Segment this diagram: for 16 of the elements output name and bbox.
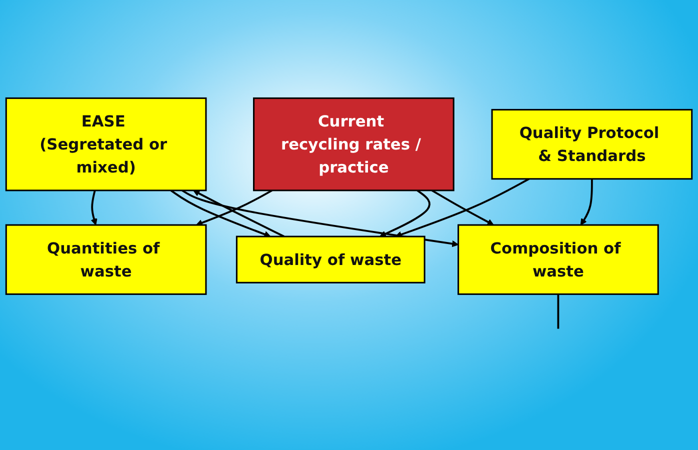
node-box: Quality of waste bbox=[236, 236, 426, 284]
arrow bbox=[379, 190, 430, 237]
arrow bbox=[170, 190, 271, 238]
node-box: Quantities of waste bbox=[5, 224, 207, 295]
node-box: EASE (Segretated or mixed) bbox=[5, 97, 207, 192]
arrow bbox=[431, 190, 494, 226]
arrow bbox=[90, 190, 98, 226]
arrow bbox=[580, 178, 593, 226]
connector bbox=[557, 294, 560, 329]
node-box: Quality Protocol & Standards bbox=[491, 108, 693, 180]
node-box: Current recycling rates / practice bbox=[253, 97, 454, 192]
arrow bbox=[193, 190, 285, 238]
arrow bbox=[182, 190, 459, 248]
node-box: Composition of waste bbox=[458, 224, 659, 295]
arrow bbox=[395, 178, 530, 238]
arrow bbox=[196, 190, 272, 226]
